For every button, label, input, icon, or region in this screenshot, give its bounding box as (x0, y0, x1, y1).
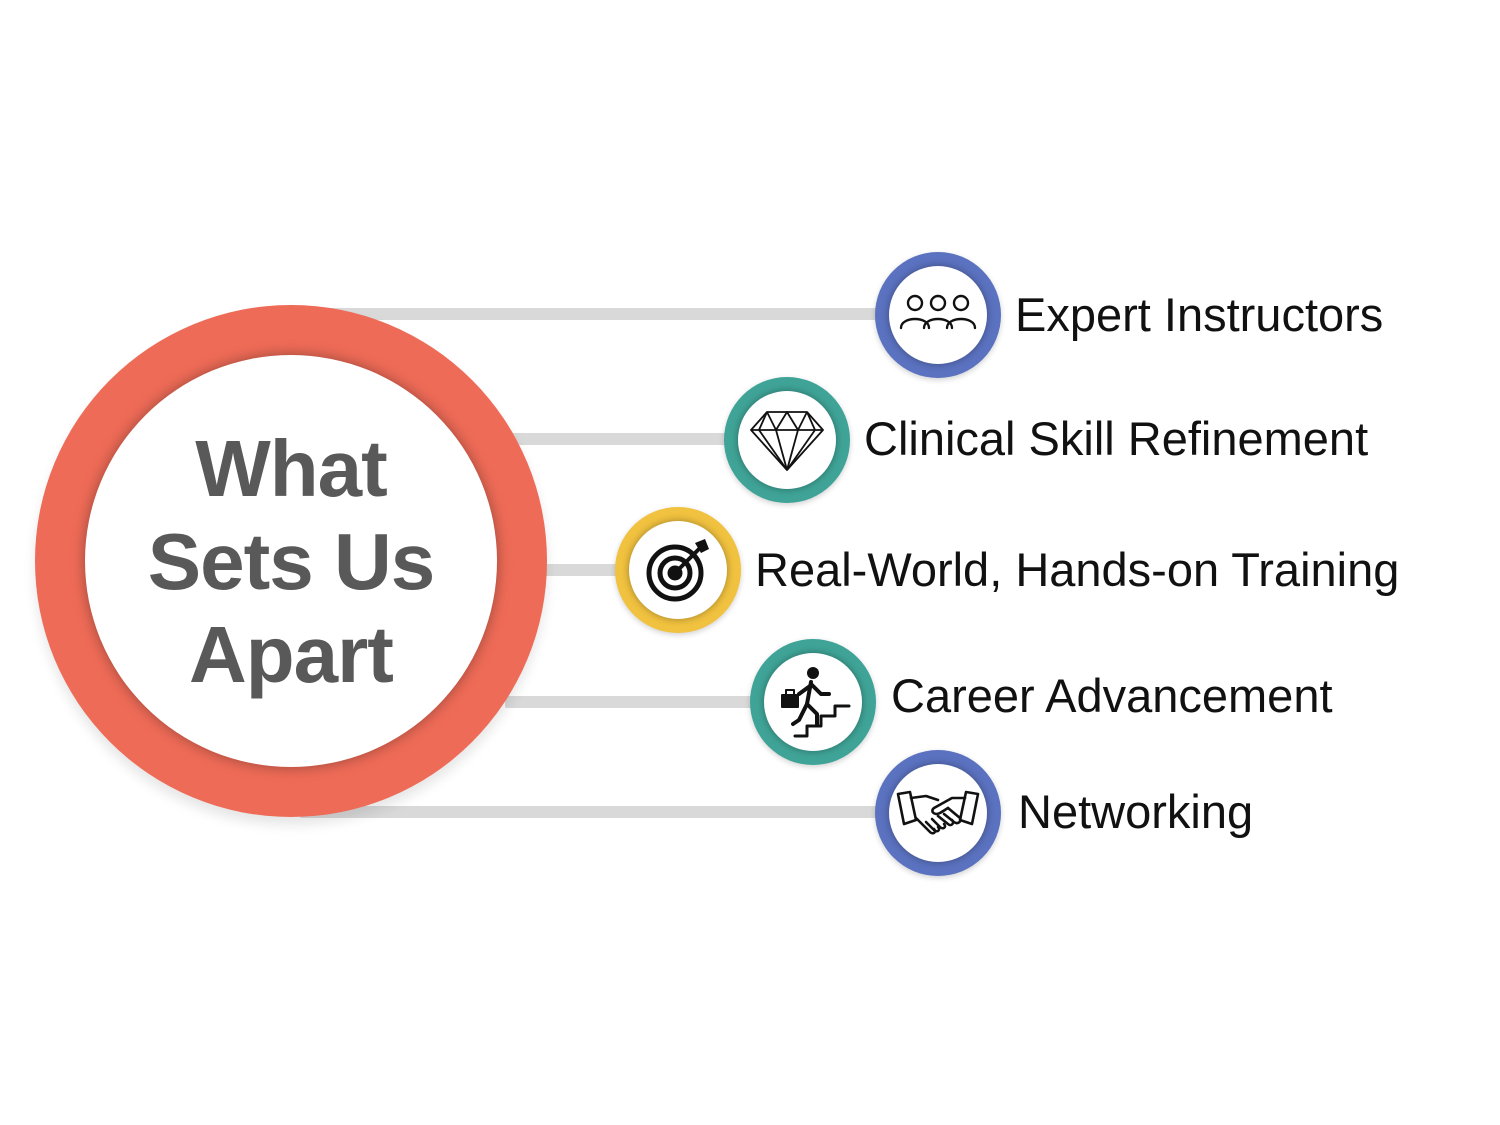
handshake-icon (896, 790, 980, 835)
target-icon (646, 539, 709, 602)
node-clinical-skill-refinement (724, 377, 850, 503)
hub-title: What Sets Us Apart (147, 422, 435, 701)
item-label: Career Advancement (891, 669, 1333, 722)
item-label: Real-World, Hands-on Training (755, 543, 1400, 596)
node-networking (875, 750, 1001, 876)
item-label: Networking (1018, 785, 1254, 838)
hub-center: What Sets Us Apart (85, 355, 497, 767)
career-stairs-icon (781, 667, 851, 738)
hub-title-line: Sets Us (147, 516, 435, 606)
connector-line (300, 308, 900, 320)
connector-line (300, 806, 900, 818)
node-expert-instructors (875, 252, 1001, 378)
connector-line (505, 433, 750, 445)
connector-line (505, 696, 775, 708)
people-group-icon (899, 294, 977, 330)
hub-title-line: What (195, 423, 388, 513)
diamond-icon (750, 411, 824, 471)
item-label: Expert Instructors (1015, 288, 1384, 341)
node-real-world-training (615, 507, 741, 633)
item-label: Clinical Skill Refinement (864, 412, 1369, 465)
hub-title-line: Apart (189, 609, 394, 699)
hub-ring: What Sets Us Apart (35, 305, 547, 817)
node-career-advancement (750, 639, 876, 765)
